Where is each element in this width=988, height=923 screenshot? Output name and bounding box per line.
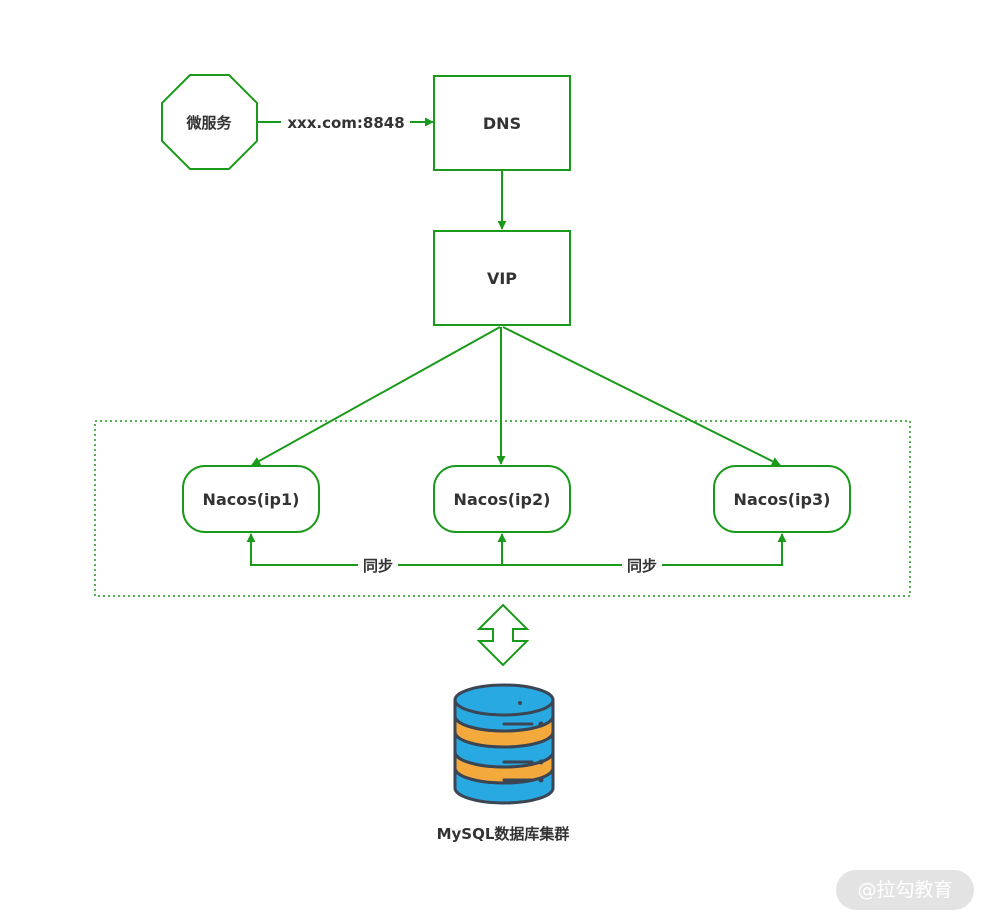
vip-node: VIP <box>433 230 571 326</box>
nacos-node-3: Nacos(ip3) <box>713 465 851 533</box>
vip-label: VIP <box>487 269 517 288</box>
dns-node: DNS <box>433 75 571 171</box>
sync-connector: 同步 同步 <box>246 533 787 575</box>
microservice-label: 微服务 <box>185 114 232 132</box>
nacos-node-2: Nacos(ip2) <box>433 465 571 533</box>
bidirectional-arrow-icon <box>476 603 530 667</box>
watermark-badge: @拉勾教育 <box>836 870 974 910</box>
edge-vip-to-nacos1 <box>251 326 501 466</box>
edge-vip-to-nacos3 <box>502 326 781 466</box>
nacos1-label: Nacos(ip1) <box>203 490 300 509</box>
database-label: MySQL数据库集群 <box>437 825 570 843</box>
nacos3-label: Nacos(ip3) <box>734 490 831 509</box>
sync-label-right: 同步 <box>627 557 657 575</box>
microservice-node: 微服务 <box>161 74 258 170</box>
database-server-icon <box>453 683 555 805</box>
nacos2-label: Nacos(ip2) <box>454 490 551 509</box>
domain-label: xxx.com:8848 <box>287 114 404 132</box>
dns-label: DNS <box>483 114 521 133</box>
sync-label-left: 同步 <box>363 557 393 575</box>
edge-microservice-to-dns: xxx.com:8848 <box>258 114 434 132</box>
nacos-node-1: Nacos(ip1) <box>182 465 320 533</box>
